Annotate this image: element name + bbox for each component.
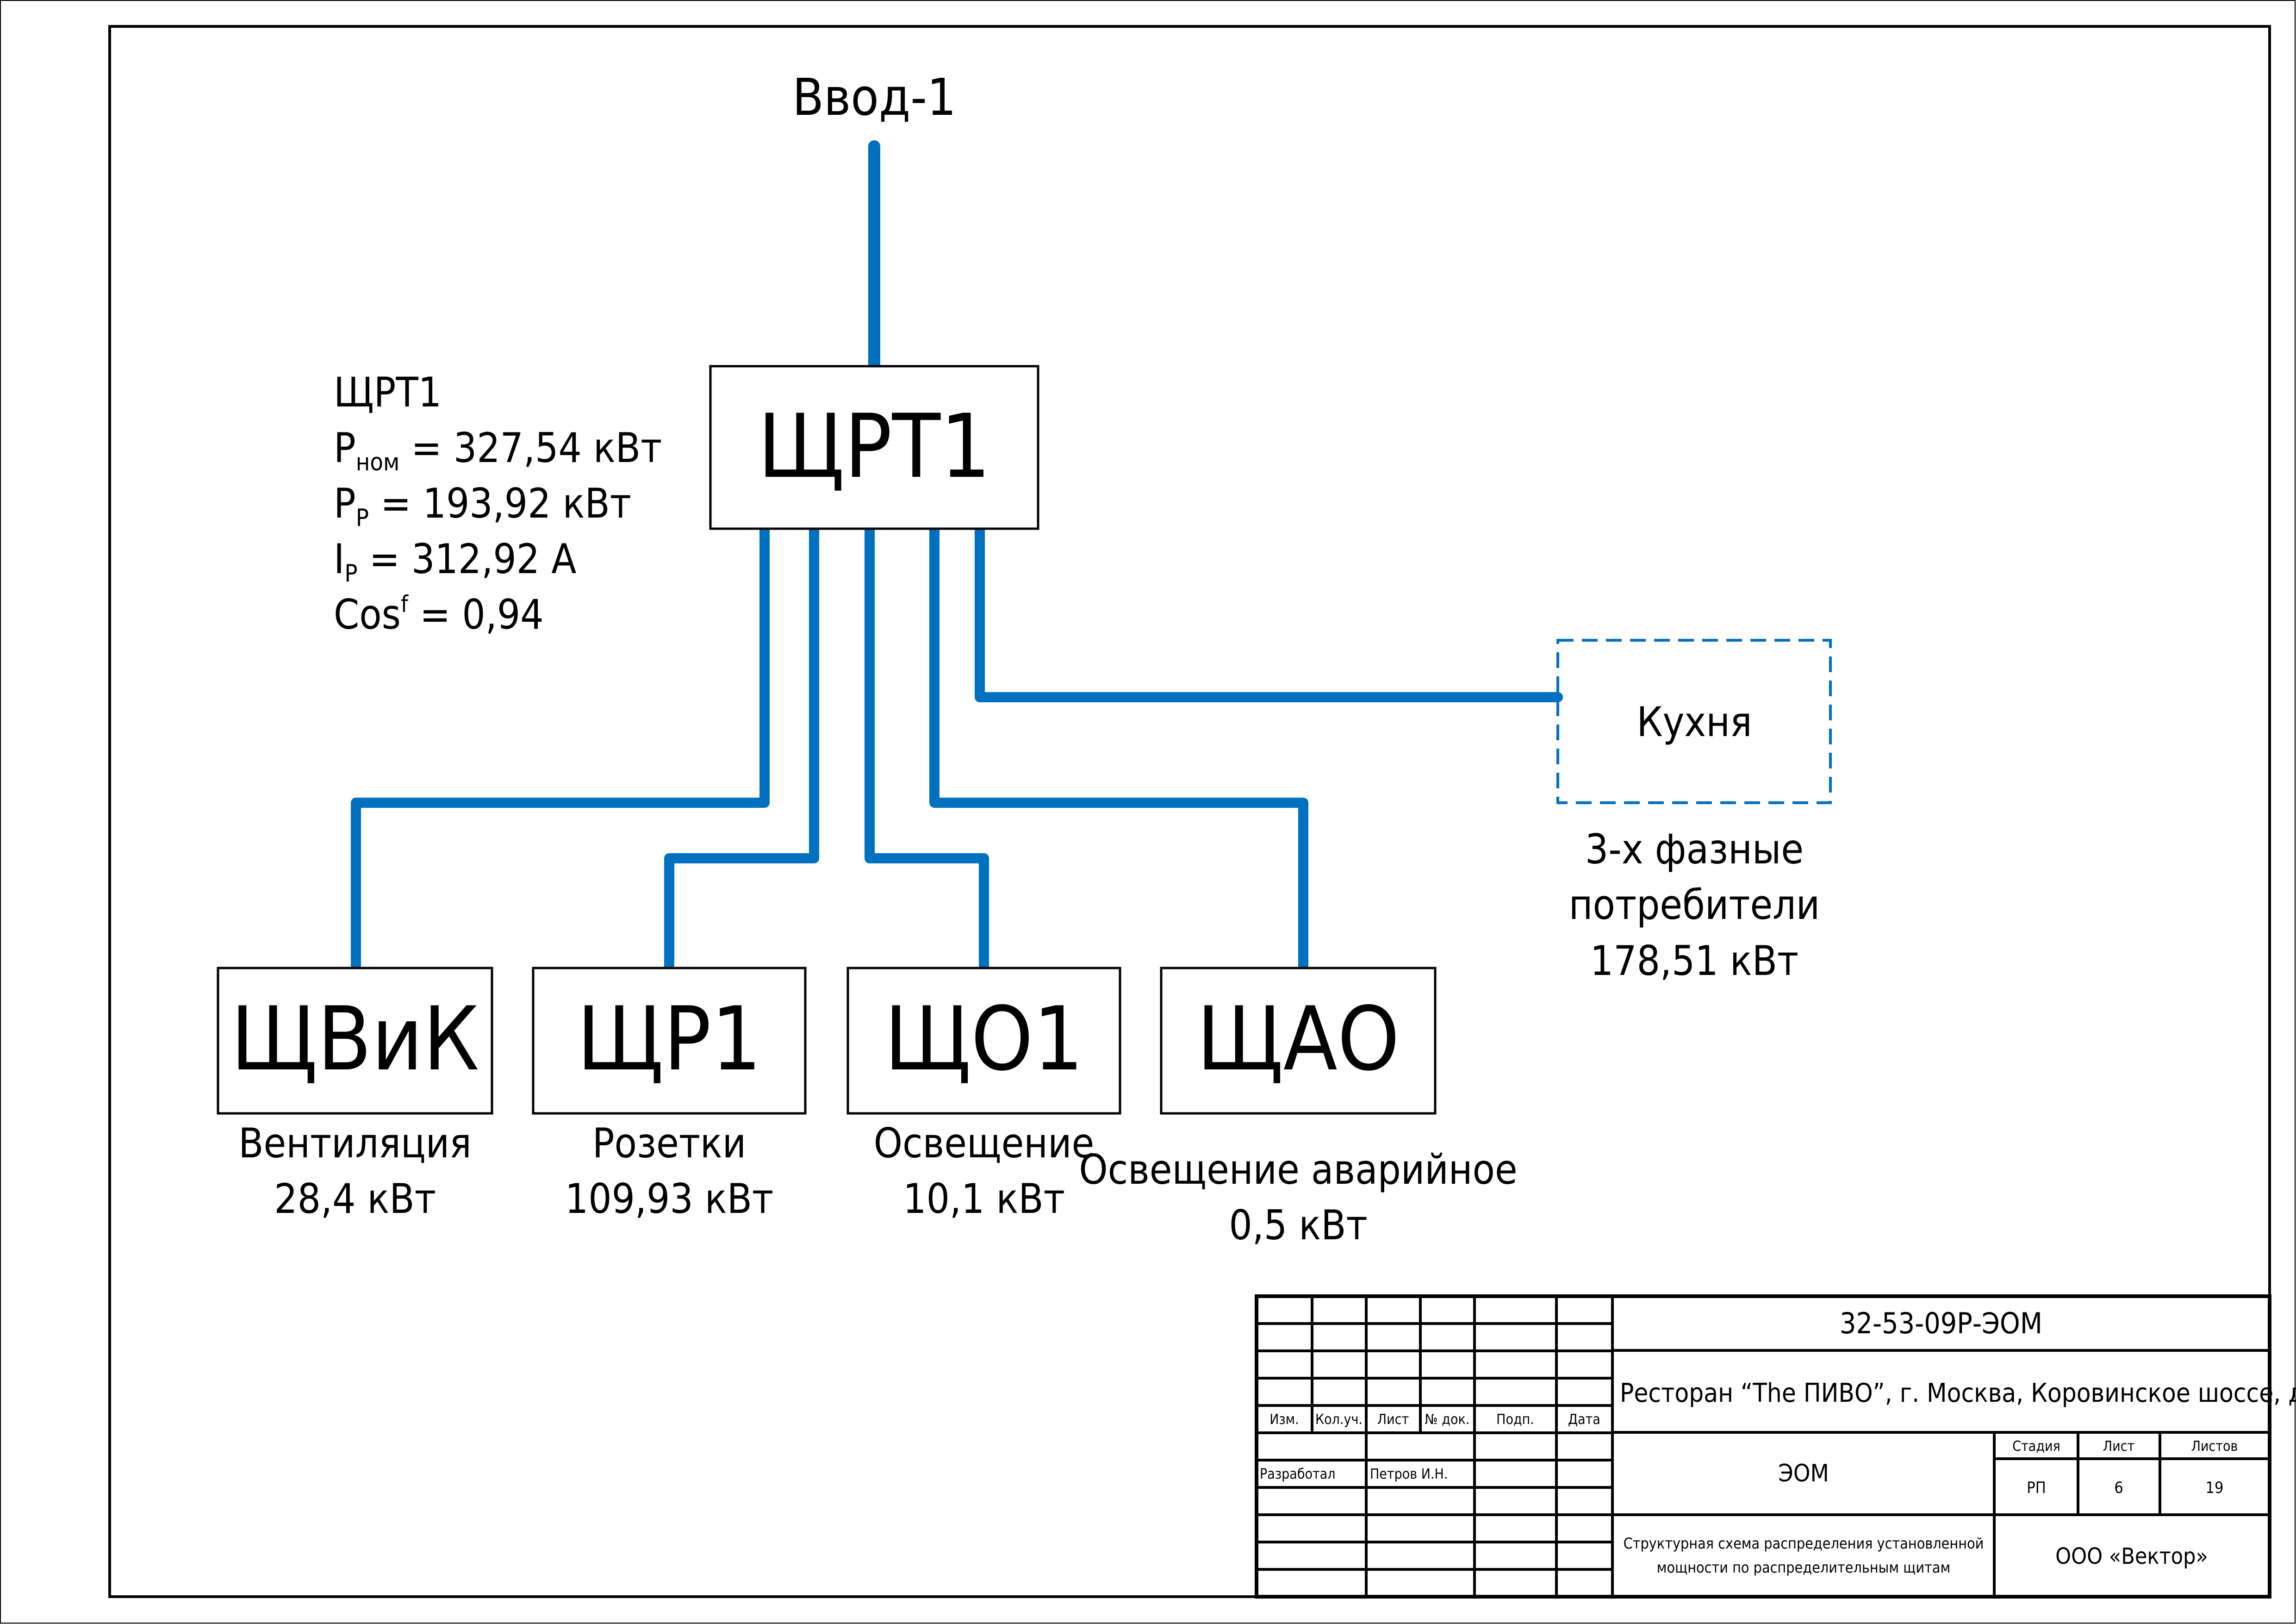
company-name: ООО «Вектор» bbox=[2055, 1543, 2208, 1569]
wire-to-shr1 bbox=[664, 524, 819, 973]
sub-panel-power: 109,93 кВт bbox=[565, 1175, 773, 1223]
wire-to-sho1 bbox=[865, 524, 989, 973]
header-data: Дата bbox=[1568, 1412, 1600, 1428]
kitchen-desc-line2: потребители bbox=[1569, 881, 1820, 929]
wire-to-kitchen bbox=[975, 524, 1563, 702]
header-izm: Изм. bbox=[1269, 1412, 1299, 1428]
main-panel[interactable]: ЩРТ1 bbox=[709, 365, 1039, 530]
header-sheets: Листов bbox=[2191, 1438, 2238, 1455]
title-block-left-grid bbox=[1257, 1296, 1614, 1597]
sub-panel-shao[interactable]: ЩАО Освещение аварийное 0,5 кВт bbox=[1079, 967, 1518, 1249]
sub-panel-power: 0,5 кВт bbox=[1229, 1201, 1367, 1249]
info-title: ЩРТ1 bbox=[334, 369, 442, 416]
sub-panel-power: 28,4 кВт bbox=[274, 1175, 436, 1223]
sheet-title-line2: мощности по распределительным щитам bbox=[1657, 1559, 1950, 1576]
kitchen-name: Кухня bbox=[1636, 698, 1752, 746]
sub-panel-shr1[interactable]: ЩР1 Розетки 109,93 кВт bbox=[532, 967, 807, 1223]
header-kol-uch: Кол.уч. bbox=[1315, 1412, 1363, 1428]
section-code: ЭОМ bbox=[1778, 1460, 1829, 1487]
sub-panel-sho1[interactable]: ЩО1 Освещение 10,1 кВт bbox=[846, 967, 1121, 1223]
header-n-dok: № док. bbox=[1425, 1412, 1470, 1428]
sub-panel-purpose: Розетки bbox=[592, 1119, 746, 1167]
header-list: Лист bbox=[1377, 1412, 1409, 1428]
sheets-value: 19 bbox=[2206, 1479, 2224, 1497]
sub-panel-purpose: Вентиляция bbox=[238, 1119, 472, 1167]
sheet-value: 6 bbox=[2114, 1479, 2123, 1497]
developer-role: Разработал bbox=[1260, 1466, 1336, 1482]
drawing-frame bbox=[108, 25, 2271, 1598]
wire-to-shao bbox=[929, 524, 1308, 973]
header-stage: Стадия bbox=[2012, 1438, 2060, 1455]
wire-to-shvik bbox=[351, 524, 770, 973]
sub-panel-purpose: Освещение bbox=[874, 1119, 1094, 1167]
sub-panel-shvik[interactable]: ЩВиК Вентиляция 28,4 кВт bbox=[217, 967, 493, 1223]
info-p-nom: Pном = 327,54 кВт bbox=[334, 424, 662, 476]
feeder-label: Ввод-1 bbox=[792, 68, 956, 127]
main-panel-box[interactable] bbox=[709, 365, 1039, 530]
kitchen-desc-line1: 3-х фазные bbox=[1585, 825, 1804, 873]
sheet-title-line1: Структурная схема распределения установл… bbox=[1624, 1535, 1984, 1552]
sub-panel-box[interactable] bbox=[532, 967, 807, 1115]
info-p-calc: PР = 193,92 кВт bbox=[334, 480, 631, 532]
header-podp: Подп. bbox=[1496, 1412, 1534, 1428]
kitchen-power: 178,51 кВт bbox=[1590, 937, 1798, 985]
main-panel-name: ЩРТ1 bbox=[758, 395, 990, 498]
sub-panel-power: 10,1 кВт bbox=[903, 1175, 1065, 1223]
sub-panel-name: ЩВиК bbox=[231, 988, 479, 1090]
sub-panel-name: ЩР1 bbox=[577, 988, 762, 1090]
sub-panel-box[interactable] bbox=[1160, 967, 1437, 1115]
stage-value: РП bbox=[2027, 1479, 2046, 1497]
kitchen-connection-point bbox=[1553, 692, 1563, 702]
info-i-calc: IР = 312,92 А bbox=[334, 535, 576, 587]
sub-panel-box[interactable] bbox=[846, 967, 1121, 1115]
info-cos-phi: Cosf = 0,94 bbox=[334, 591, 544, 638]
sub-panel-name: ЩО1 bbox=[884, 988, 1083, 1090]
kitchen-consumers[interactable]: Кухня 3-х фазные потребители 178,51 кВт bbox=[1553, 639, 1832, 985]
sub-panel-name: ЩАО bbox=[1197, 988, 1400, 1090]
developer-name: Петров И.Н. bbox=[1370, 1466, 1448, 1482]
title-block-border bbox=[1255, 1294, 2271, 1599]
project-name: Ресторан “The ПИВО”, г. Москва, Коровинс… bbox=[1620, 1378, 2296, 1408]
sub-panel-purpose: Освещение аварийное bbox=[1079, 1146, 1517, 1193]
main-panel-info: ЩРТ1 Pном = 327,54 кВт PР = 193,92 кВт I… bbox=[334, 369, 662, 638]
header-sheet: Лист bbox=[2103, 1438, 2134, 1455]
sub-panel-box[interactable] bbox=[217, 967, 493, 1115]
title-block: Изм. Кол.уч. Лист № док. Подп. Дата Разр… bbox=[1255, 1294, 2296, 1599]
doc-code: 32-53-09Р-ЭОМ bbox=[1840, 1306, 2042, 1340]
